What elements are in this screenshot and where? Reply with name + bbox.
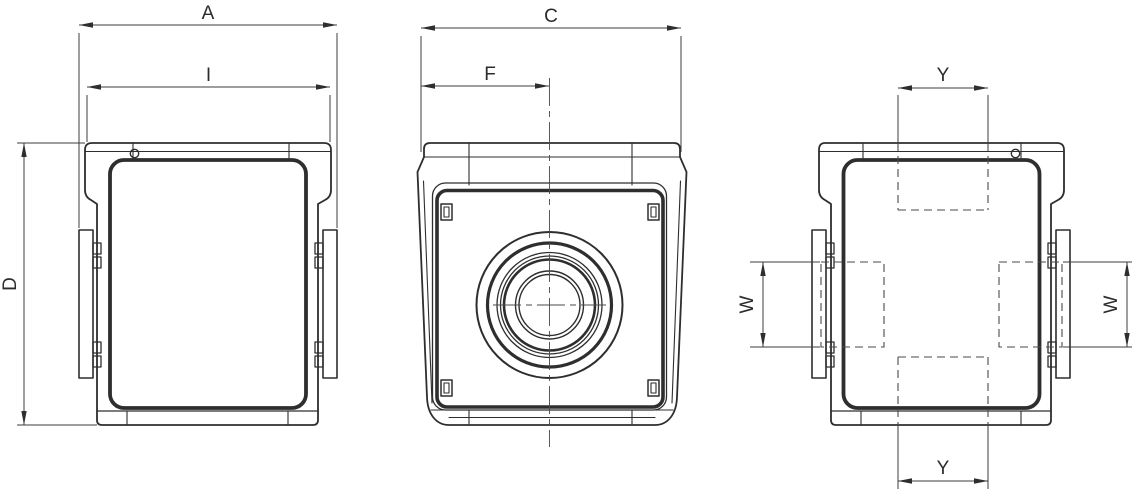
front-right-rail [314,229,338,379]
knockout-right [998,261,1063,348]
arrowhead [1124,262,1130,276]
side-cap-seams [468,142,633,186]
dimension-y-top: Y [897,65,989,143]
side-band-seams [468,409,633,425]
side-corner-clips [440,203,660,397]
side-panel-face [435,188,665,409]
arrowhead [535,83,549,89]
dimension-c: C [420,6,682,152]
arrowhead [974,85,988,91]
dim-label-w-right: W [1101,295,1122,313]
rear-right-rail [1047,229,1071,379]
arrowhead [79,22,93,28]
dim-label-i: I [206,65,211,86]
arrowhead [21,411,27,425]
rear-cap-seams [862,142,1022,159]
dimension-i: I [86,65,331,142]
front-cap-seams [132,142,290,159]
dimension-f: F [421,64,549,89]
dimension-d: D [0,142,97,426]
front-left-rail [78,229,102,379]
arrowhead [974,478,988,484]
front-band-seams [126,410,289,426]
dimension-w-right: W [1063,261,1132,348]
arrowhead [421,25,435,31]
arrowhead [667,25,681,31]
rear-cover-face [841,158,1042,410]
arrowhead [760,262,766,276]
dimension-w-left: W [737,261,820,348]
knockout-left [820,261,885,348]
arrowhead [898,478,912,484]
knockout-bottom [897,356,989,427]
dim-label-f: F [484,64,496,85]
rear-vent-detail [1010,148,1021,159]
front-outline [84,142,332,426]
dim-label-y-bottom: Y [937,458,950,479]
arrowhead [898,85,912,91]
arrowhead [421,83,435,89]
dim-label-c: C [544,6,558,27]
rear-view: Y W W Y [737,65,1132,489]
dimension-y-bottom: Y [897,427,989,489]
side-outline [416,142,688,426]
arrowhead [316,84,330,90]
rear-outline [818,142,1065,426]
front-cover-face [108,158,308,410]
side-view: C F [416,6,688,447]
dim-label-w-left: W [737,295,758,313]
arrowhead [760,333,766,347]
dim-label-d: D [0,277,21,291]
front-view: A I D [0,3,338,426]
side-band-lines [430,409,674,419]
knockout-top [897,143,989,211]
side-wall-inner-lines [422,180,682,404]
arrowhead [21,143,27,157]
arrowhead [87,84,101,90]
dim-label-a: A [202,3,215,24]
rear-band-seams [860,410,1022,426]
arrowhead [1124,333,1130,347]
front-vent-detail [129,148,140,159]
dimension-a: A [78,3,338,228]
rear-left-rail [811,229,835,379]
arrowhead [323,22,337,28]
dim-label-y-top: Y [937,65,950,86]
